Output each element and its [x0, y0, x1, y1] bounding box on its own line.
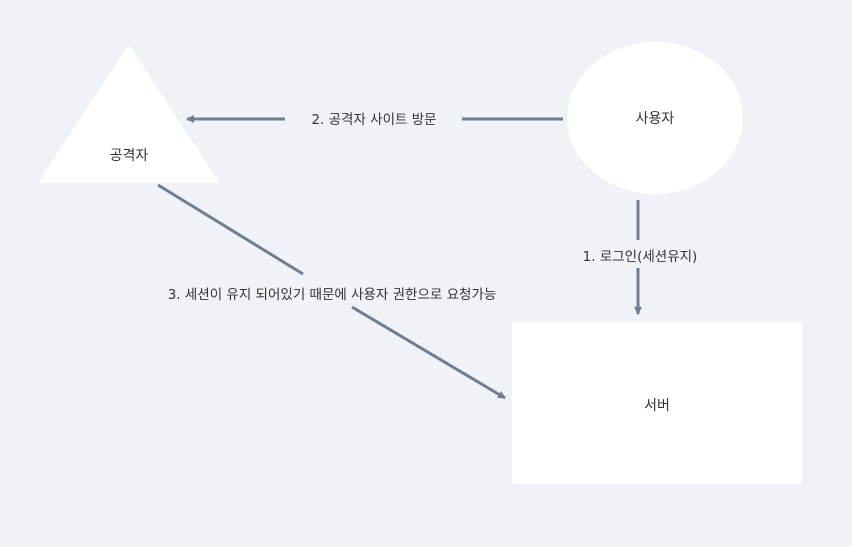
visit-edge-label: 2. 공격자 사이트 방문	[311, 112, 436, 128]
request-arrow-tail	[157, 183, 304, 276]
request-edge-label: 3. 세션이 유지 되어있기 때문에 사용자 권한으로 요청가능	[168, 287, 497, 303]
server-node[interactable]	[512, 322, 802, 484]
request-arrow-head	[351, 305, 506, 400]
attacker-label: 공격자	[110, 148, 149, 164]
attacker-node[interactable]	[38, 45, 220, 183]
login-edge-label: 1. 로그인(세션유지)	[583, 249, 698, 265]
user-label: 사용자	[636, 111, 675, 127]
server-label: 서버	[644, 398, 670, 414]
user-node[interactable]	[567, 42, 743, 194]
